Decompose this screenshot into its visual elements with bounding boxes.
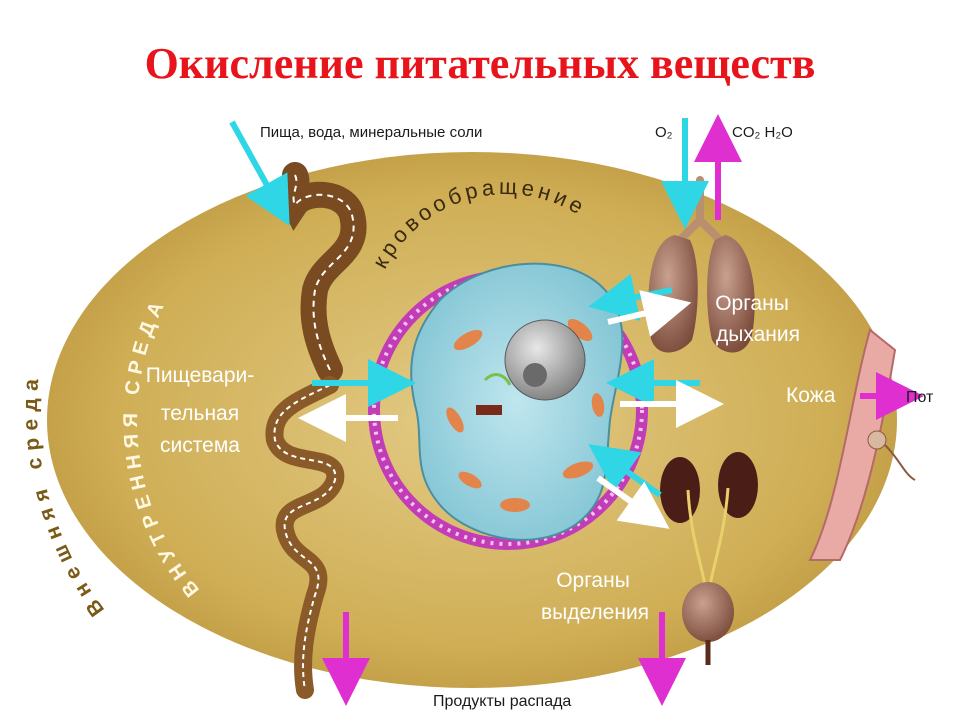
decay-products-label: Продукты распада	[433, 693, 571, 710]
food-input-label: Пища, вода, минеральные соли	[260, 124, 482, 141]
o2-label: O₂	[655, 124, 673, 141]
svg-text:дыхания: дыхания	[716, 323, 800, 346]
respiratory-organs-label: Органы дыхания	[715, 292, 800, 346]
sweat-gland	[867, 430, 887, 450]
digestive-system-label: Пищевари- тельная система	[146, 364, 255, 457]
svg-text:выделения: выделения	[541, 601, 649, 624]
sweat-label: Пот	[906, 389, 934, 406]
page-title: Окисление питательных веществ	[144, 39, 816, 88]
svg-text:Органы: Органы	[715, 292, 789, 315]
arrow-cell-to-lungs	[607, 290, 692, 337]
excretory-organs-label: Органы выделения	[541, 569, 649, 624]
digestive-tract-illustration	[265, 162, 367, 699]
svg-text:тельная: тельная	[161, 402, 239, 425]
co2-h2o-label: CO₂ H₂O	[732, 124, 793, 141]
arrow-cell-to-kidneys	[596, 475, 670, 529]
arrow-food-in	[229, 120, 290, 226]
skin-label: Кожа	[786, 384, 836, 407]
cell-illustration	[410, 262, 624, 541]
svg-text:система: система	[160, 434, 240, 457]
bladder-illustration	[682, 582, 734, 642]
svg-text:Органы: Органы	[556, 569, 630, 592]
svg-text:Пищевари-: Пищевари-	[146, 364, 255, 387]
kidneys-illustration	[660, 452, 758, 586]
